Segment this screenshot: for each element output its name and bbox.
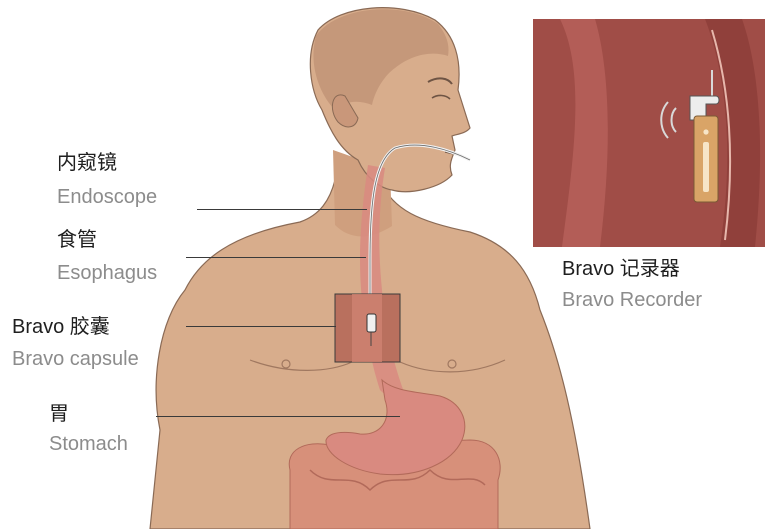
stomach-leader bbox=[156, 416, 400, 417]
esophagus-leader bbox=[186, 257, 366, 258]
esophagus-label-en: Esophagus bbox=[57, 263, 157, 283]
capsule-dot bbox=[703, 129, 708, 134]
capsule-label-en: Bravo capsule bbox=[12, 349, 139, 369]
endoscope-label-zh: 内窥镜 bbox=[57, 153, 117, 173]
capsule-label-zh: Bravo 胶囊 bbox=[12, 317, 110, 337]
capsule-small bbox=[367, 314, 376, 332]
capsule-leader bbox=[186, 326, 336, 327]
stomach-label-en: Stomach bbox=[49, 434, 128, 454]
endoscope-leader bbox=[197, 209, 367, 210]
recorder-label-zh: Bravo 记录器 bbox=[562, 259, 680, 279]
recorder-label-en: Bravo Recorder bbox=[562, 290, 702, 310]
esophagus-label-zh: 食管 bbox=[57, 230, 97, 250]
stomach-label-zh: 胃 bbox=[49, 404, 69, 424]
capsule-mark bbox=[703, 142, 709, 192]
endoscope-label-en: Endoscope bbox=[57, 187, 157, 207]
